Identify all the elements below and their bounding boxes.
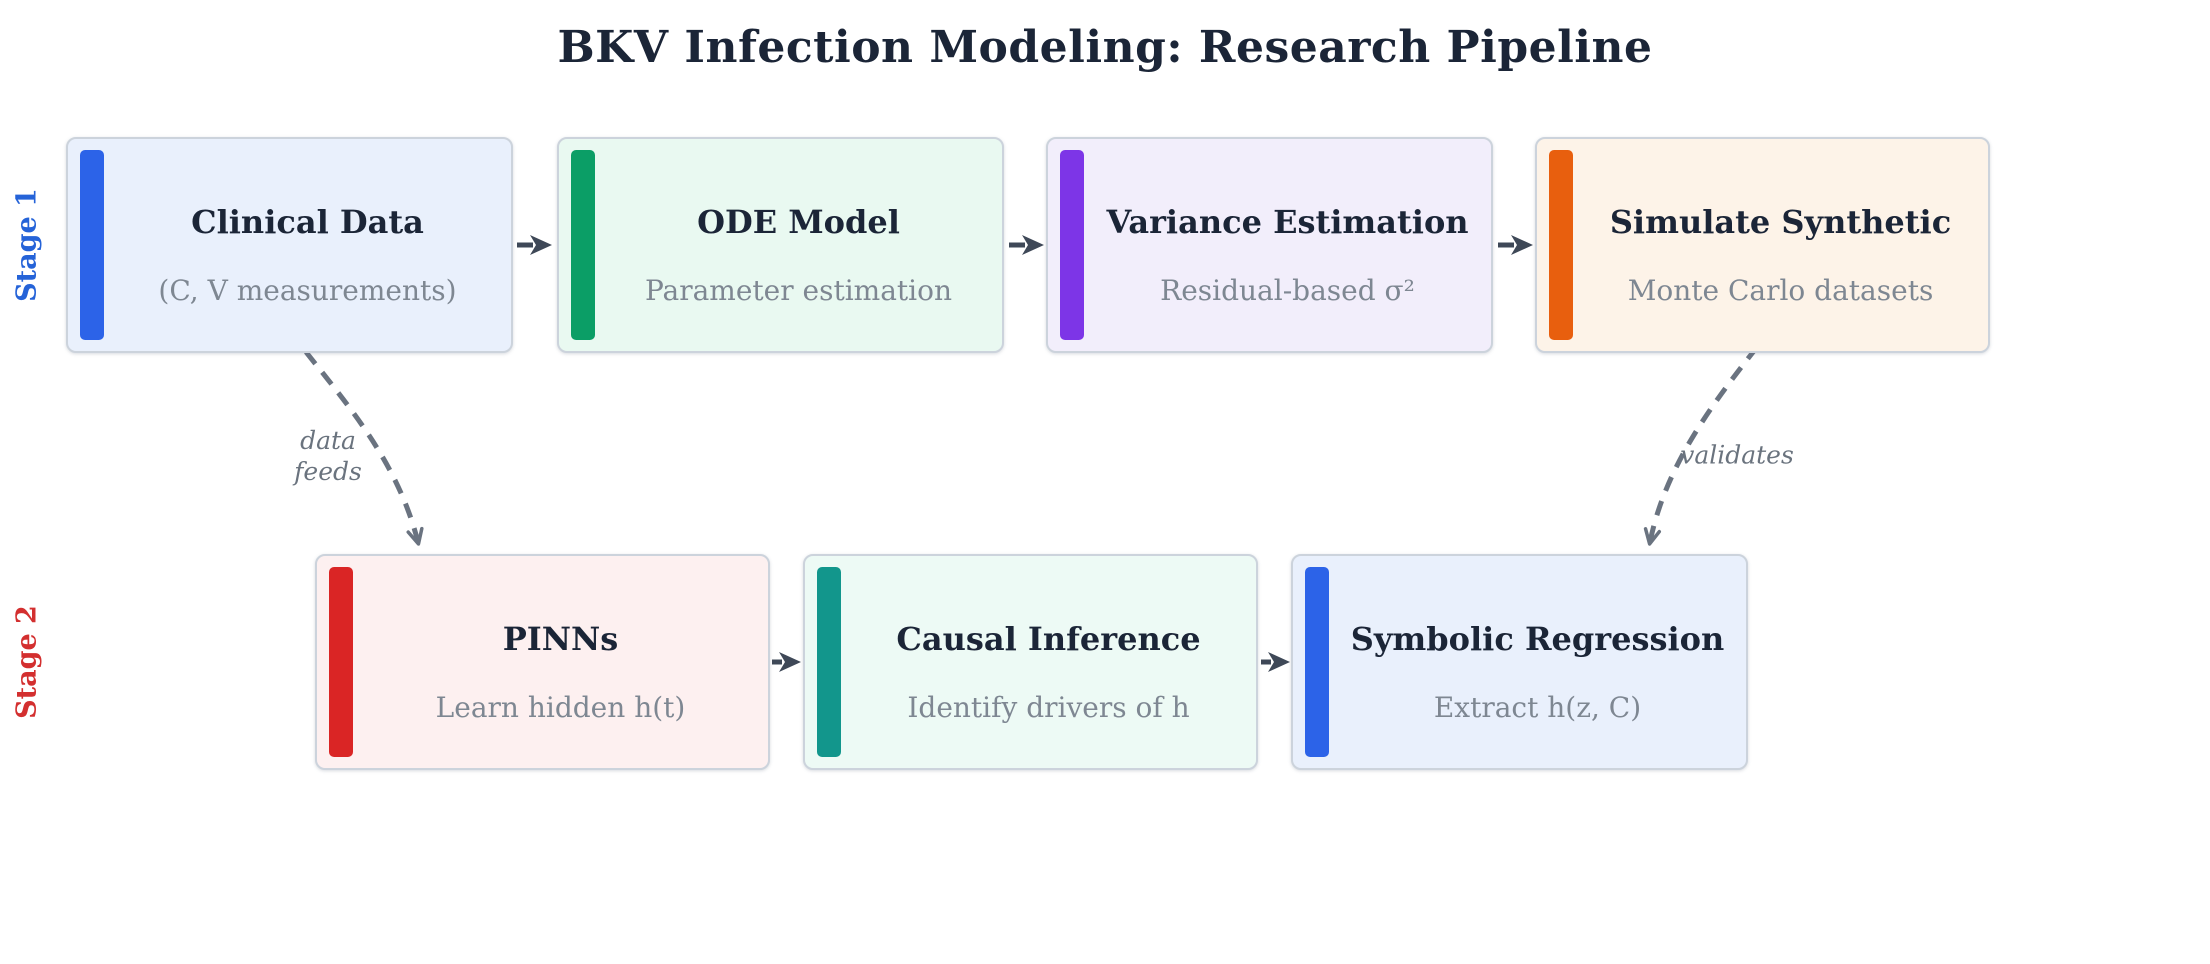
node-subtitle: Parameter estimation: [644, 274, 953, 307]
node-title: Clinical Data: [191, 203, 424, 241]
validates-arrow: [1643, 345, 1759, 546]
node-variance-estimation: Variance Estimation Residual-based σ²: [1046, 137, 1493, 353]
node-subtitle: Extract h(z, C): [1433, 691, 1642, 724]
node-clinical-data: Clinical Data (C, V measurements): [66, 137, 513, 353]
node-title: ODE Model: [697, 203, 900, 241]
node-symbolic-regression: Symbolic Regression Extract h(z, C): [1291, 554, 1748, 770]
node-title: Variance Estimation: [1106, 203, 1469, 241]
node-subtitle: (C, V measurements): [158, 274, 457, 307]
edge-label-line: data: [300, 425, 356, 455]
data-feeds-arrow: [304, 350, 424, 546]
node-causal-inference: Causal Inference Identify drivers of h: [803, 554, 1258, 770]
node-title: Causal Inference: [896, 620, 1201, 658]
edge-label-data-feeds: data feeds: [294, 425, 362, 488]
page-title: BKV Infection Modeling: Research Pipelin…: [557, 22, 1653, 73]
accent-bar: [1305, 567, 1329, 757]
node-subtitle: Residual-based σ²: [1160, 274, 1415, 307]
node-subtitle: Identify drivers of h: [907, 691, 1190, 724]
node-subtitle: Monte Carlo datasets: [1627, 274, 1934, 307]
edge-label-validates: validates: [1680, 440, 1794, 470]
node-title: Symbolic Regression: [1350, 620, 1725, 658]
edge-label-line: feeds: [294, 457, 362, 486]
accent-bar: [80, 150, 104, 340]
node-simulate-synthetic: Simulate Synthetic Monte Carlo datasets: [1535, 137, 1990, 353]
node-subtitle: Learn hidden h(t): [435, 691, 686, 724]
node-title: Simulate Synthetic: [1609, 203, 1952, 241]
accent-bar: [571, 150, 595, 340]
accent-bar: [817, 567, 841, 757]
node-title: PINNs: [502, 620, 619, 658]
accent-bar: [1060, 150, 1084, 340]
node-ode-model: ODE Model Parameter estimation: [557, 137, 1004, 353]
accent-bar: [1549, 150, 1573, 340]
accent-bar: [329, 567, 353, 757]
node-pinns: PINNs Learn hidden h(t): [315, 554, 770, 770]
